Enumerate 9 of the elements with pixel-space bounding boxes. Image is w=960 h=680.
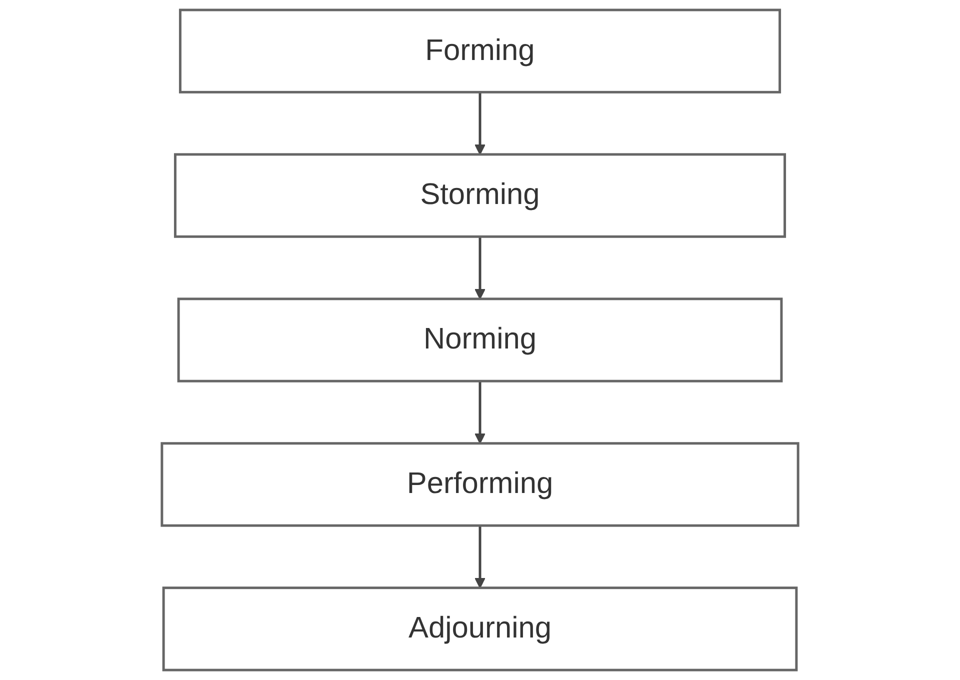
arrow [474, 381, 486, 444]
arrow [474, 526, 486, 588]
arrow [474, 92, 486, 155]
node-box: Adjourning [162, 586, 798, 672]
arrow [474, 236, 486, 300]
node-box: Storming [174, 153, 786, 238]
node-box: Norming [177, 298, 783, 382]
node-box: Forming [178, 8, 782, 94]
node-box: Performing [160, 442, 800, 527]
